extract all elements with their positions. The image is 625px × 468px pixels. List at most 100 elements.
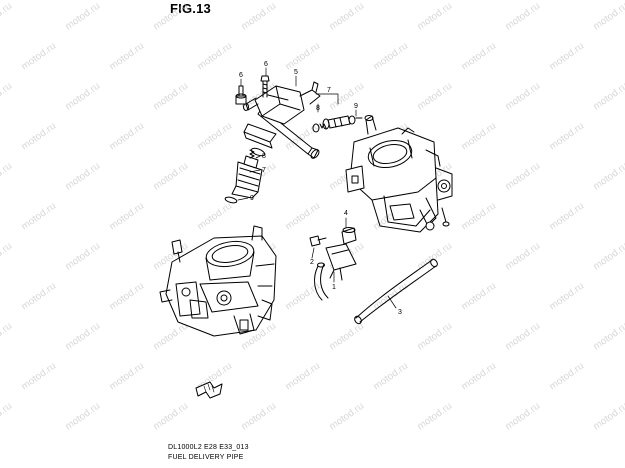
part-number-9-upper: 9 <box>354 103 358 110</box>
figure-title: FIG.13 <box>170 1 211 16</box>
watermark-text: motod.ru <box>0 241 14 273</box>
watermark-text: motod.ru <box>591 241 625 273</box>
hose-1 <box>314 262 329 301</box>
watermark-text: motod.ru <box>283 281 322 313</box>
watermark-text: motod.ru <box>503 1 542 33</box>
watermark-text: motod.ru <box>503 321 542 353</box>
watermark-text: motod.ru <box>63 401 102 433</box>
watermark-text: motod.ru <box>0 401 14 433</box>
watermark-text: motod.ru <box>371 361 410 393</box>
watermark-text: motod.ru <box>195 201 234 233</box>
part-number-6-left: 6 <box>239 72 243 79</box>
watermark-text: motod.ru <box>503 81 542 113</box>
watermark-text: motod.ru <box>239 1 278 33</box>
part-number-7-lower: 7 <box>262 167 266 174</box>
watermark-text: motod.ru <box>503 401 542 433</box>
watermark-text: motod.ru <box>591 81 625 113</box>
watermark-text: motod.ru <box>195 121 234 153</box>
watermark-text: motod.ru <box>591 321 625 353</box>
watermark-text: motod.ru <box>151 401 190 433</box>
watermark-text: motod.ru <box>547 361 586 393</box>
leader-lines <box>237 67 397 309</box>
watermark-text: motod.ru <box>19 41 58 73</box>
part-number-8-lower: 8 <box>262 153 266 160</box>
watermark-text: motod.ru <box>459 41 498 73</box>
watermark-text: motod.ru <box>283 201 322 233</box>
watermark-text: motod.ru <box>547 201 586 233</box>
watermark-text: motod.ru <box>19 121 58 153</box>
watermark-text: motod.ru <box>195 41 234 73</box>
watermark-text: motod.ru <box>371 41 410 73</box>
watermark-text: motod.ru <box>0 321 14 353</box>
watermark-text: motod.ru <box>63 161 102 193</box>
part-number-3: 3 <box>398 309 402 316</box>
fuel-injector-right <box>312 115 363 133</box>
watermark-text: motod.ru <box>63 81 102 113</box>
watermark-text: motod.ru <box>107 281 146 313</box>
screw-2 <box>309 235 327 247</box>
watermark-text: motod.ru <box>503 241 542 273</box>
watermark-text: motod.ru <box>371 281 410 313</box>
watermark-text: motod.ru <box>459 361 498 393</box>
watermark-text: motod.ru <box>63 1 102 33</box>
fuel-injector-left <box>224 123 277 204</box>
watermark-text: motod.ru <box>63 321 102 353</box>
watermark-text: motod.ru <box>19 281 58 313</box>
watermark-text: motod.ru <box>19 201 58 233</box>
part-number-6: 6 <box>264 61 268 68</box>
watermark-text: motod.ru <box>283 121 322 153</box>
watermark-text: motod.ru <box>459 121 498 153</box>
bolt-6-left <box>235 85 247 105</box>
watermark-text: motod.ru <box>0 1 14 33</box>
part-number-8-upper: 8 <box>316 105 320 112</box>
watermark-text: motod.ru <box>327 81 366 113</box>
watermark-text: motod.ru <box>503 161 542 193</box>
watermark-text: motod.ru <box>151 321 190 353</box>
watermark-text: motod.ru <box>327 401 366 433</box>
watermark-text: motod.ru <box>283 41 322 73</box>
watermark-text: motod.ru <box>151 1 190 33</box>
pressure-sensor <box>325 227 357 281</box>
watermark-text: motod.ru <box>327 321 366 353</box>
bolt-6 <box>260 75 270 98</box>
hose-3 <box>354 258 438 325</box>
watermark-text: motod.ru <box>547 121 586 153</box>
watermark-text: motod.ru <box>239 401 278 433</box>
watermark-text: motod.ru <box>151 161 190 193</box>
drawing-caption: FUEL DELIVERY PIPE <box>168 454 244 461</box>
watermark-text: motod.ru <box>415 321 454 353</box>
watermark-text: motod.ru <box>19 361 58 393</box>
part-number-labels: 5 6 6 7 8 9 8 7 9 4 2 1 3 <box>239 61 402 316</box>
watermark-text: motod.ru <box>107 201 146 233</box>
part-number-4: 4 <box>344 210 348 217</box>
watermark-text: motod.ru <box>591 161 625 193</box>
watermark-text: motod.ru <box>107 361 146 393</box>
watermark-text: motod.ru <box>63 241 102 273</box>
drawing-code: DL1000L2 E28 E33_013 <box>168 444 249 451</box>
watermark-text: motod.ru <box>547 281 586 313</box>
watermark-text: motod.ru <box>591 401 625 433</box>
watermark-text: motod.ru <box>415 1 454 33</box>
watermark-text: motod.ru <box>459 281 498 313</box>
watermark-text: motod.ru <box>107 121 146 153</box>
watermark-text: motod.ru <box>0 161 14 193</box>
part-number-7-upper: 7 <box>327 87 331 94</box>
front-direction-arrow-icon <box>195 381 223 399</box>
part-number-1: 1 <box>332 284 336 291</box>
part-number-5: 5 <box>294 69 298 76</box>
watermark-text: motod.ru <box>283 361 322 393</box>
watermark-text: motod.ru <box>415 81 454 113</box>
watermark-text: motod.ru <box>415 401 454 433</box>
watermark-text: motod.ru <box>151 81 190 113</box>
watermark-text: motod.ru <box>547 41 586 73</box>
part-number-2: 2 <box>310 259 314 266</box>
watermark-text: motod.ru <box>459 201 498 233</box>
watermark-text: motod.ru <box>107 41 146 73</box>
watermark-text: motod.ru <box>591 1 625 33</box>
throttle-body-lower <box>159 225 277 337</box>
part-number-9-lower: 9 <box>250 195 254 202</box>
watermark-text: motod.ru <box>327 1 366 33</box>
